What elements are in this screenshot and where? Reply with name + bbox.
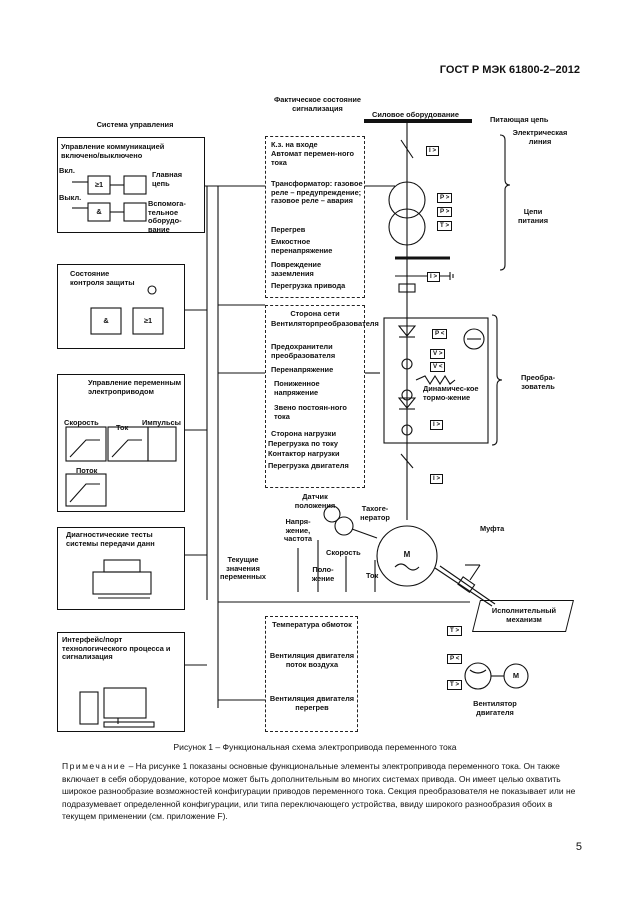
motor-fan-label: Вентилятор двигателя: [473, 699, 517, 717]
sig1-item: Повреждение заземления: [271, 260, 322, 278]
relay-fan-temp: T >: [447, 680, 463, 690]
protect-gate-or: ≥1: [143, 316, 153, 325]
pulses-label: Импульсы: [142, 418, 181, 427]
main-circuit-label: Главная цепь: [152, 170, 183, 188]
interface-block: [57, 632, 185, 732]
relay-overvoltage: V >: [430, 349, 446, 359]
sig2-item: Перегрузка двигателя: [268, 461, 349, 470]
aux-equipment-label: Вспомога-тельное оборудо-вание: [148, 199, 186, 234]
converter-label: Преобра-зователь: [520, 373, 556, 391]
sig1-item: Автомат перемен-ного тока: [271, 149, 354, 167]
sig2-item: Перегрузка по току: [268, 439, 338, 448]
tacho-label: Тахоге-нератор: [360, 504, 390, 522]
line-label: Электрическая линия: [512, 128, 568, 146]
comm-control-block: [57, 137, 205, 233]
col-head-signalling: Фактическое состояние сигнализация: [274, 95, 361, 113]
relay-undervoltage: V <: [430, 362, 446, 372]
speed-label: Скорость: [64, 418, 99, 427]
speed-sensor-label: Скорость: [326, 548, 361, 557]
position-value-label: Поло-жение: [311, 565, 335, 583]
relay-pressure: P >: [437, 207, 453, 217]
sig3-item: Вентиляция двигателя поток воздуха: [269, 651, 355, 669]
sig1-item: Перегрузка привода: [271, 281, 346, 290]
motor-label: М: [403, 550, 411, 559]
note-text: – На рисунке 1 показаны основные функцио…: [62, 761, 576, 821]
gate-and: &: [96, 207, 102, 216]
sig1-item: Емкостное перенапряжение: [271, 237, 333, 255]
drive-control-title: Управление переменным электроприводом: [88, 378, 182, 396]
process-variables-label: Текущие значения переменных: [219, 555, 267, 582]
on-label: Вкл.: [59, 166, 75, 175]
relay-temperature: T >: [437, 221, 453, 231]
sig3-item: Температура обмоток: [272, 620, 352, 629]
relay-overcurrent: I >: [426, 146, 440, 156]
sig3-item: Вентиляция двигателя перегрев: [269, 694, 355, 712]
diagnostics-block: [57, 527, 185, 610]
coupling-label: Муфта: [480, 524, 505, 533]
relay-earth-fault: I >: [427, 272, 441, 282]
drive-control-block: [57, 374, 185, 512]
protection-block: [57, 264, 185, 349]
col-head-supply: Питающая цепь: [490, 115, 549, 124]
note-label: Примечание: [62, 761, 127, 771]
voltage-frequency-label: Напря-жение, частота: [283, 517, 313, 544]
relay-load-overcurrent: I >: [430, 474, 444, 484]
supply-circuits-label: Цепи питания: [517, 207, 549, 225]
sig2-item: Звено постоян-ного тока: [274, 403, 347, 421]
figure-caption: Рисунок 1 – Функциональная схема электро…: [173, 742, 457, 752]
current-sensor-label: Ток: [366, 571, 379, 580]
relay-dc-overcurrent: I >: [430, 420, 444, 430]
gate-or: ≥1: [94, 180, 104, 189]
sig2-item: Пониженное напряжение: [274, 379, 320, 397]
diagnostics-title: Диагностические тесты системы передачи д…: [66, 530, 155, 548]
sig2-item: Контактор нагрузки: [268, 449, 340, 458]
off-label: Выкл.: [59, 193, 82, 202]
control-system-title: Система управления: [96, 120, 174, 129]
signal-list-supply: [265, 136, 365, 298]
relay-airflow: P <: [447, 654, 463, 664]
signal-list-converter: [265, 305, 365, 488]
sig2-item: Сторона сети: [290, 309, 340, 318]
col-head-power: Силовое оборудование: [372, 110, 459, 119]
sig2-item: Сторона нагрузки: [271, 429, 337, 438]
flux-label: Поток: [76, 466, 98, 475]
relay-pressure: P >: [437, 193, 453, 203]
position-sensor-label: Датчик положения: [294, 492, 336, 510]
page-number: 5: [575, 841, 582, 853]
comm-control-title: Управление коммуникацией включено/выключ…: [61, 142, 165, 160]
sig2-item: Перенапряжение: [271, 365, 334, 374]
fan-motor-label: М: [512, 671, 520, 680]
sig1-item: К.з. на входе: [271, 140, 318, 149]
current-label: Ток: [116, 423, 129, 432]
interface-title: Интерфейс/порт технологического процесса…: [62, 635, 171, 662]
braking-label: Динамичес-кое тормо-жение: [423, 384, 479, 402]
sig2-item: Вентиляторпреобразователя: [271, 319, 379, 328]
document-header: ГОСТ Р МЭК 61800-2–2012: [439, 64, 580, 76]
protection-title: Состояние контроля защиты: [70, 269, 135, 287]
actuator-label: Исполнительный механизм: [491, 606, 557, 624]
sig2-item: Предохранители преобразователя: [271, 342, 336, 360]
signal-list-motor: [265, 616, 358, 732]
protect-gate-and: &: [103, 316, 109, 325]
figure-note: Примечание – На рисунке 1 показаны основ…: [62, 760, 582, 823]
relay-power: P <: [432, 329, 448, 339]
relay-motor-temp: T >: [447, 626, 463, 636]
sig1-item: Перегрев: [271, 225, 306, 234]
sig1-item: Трансформатор: газовое реле – предупрежд…: [271, 179, 363, 206]
